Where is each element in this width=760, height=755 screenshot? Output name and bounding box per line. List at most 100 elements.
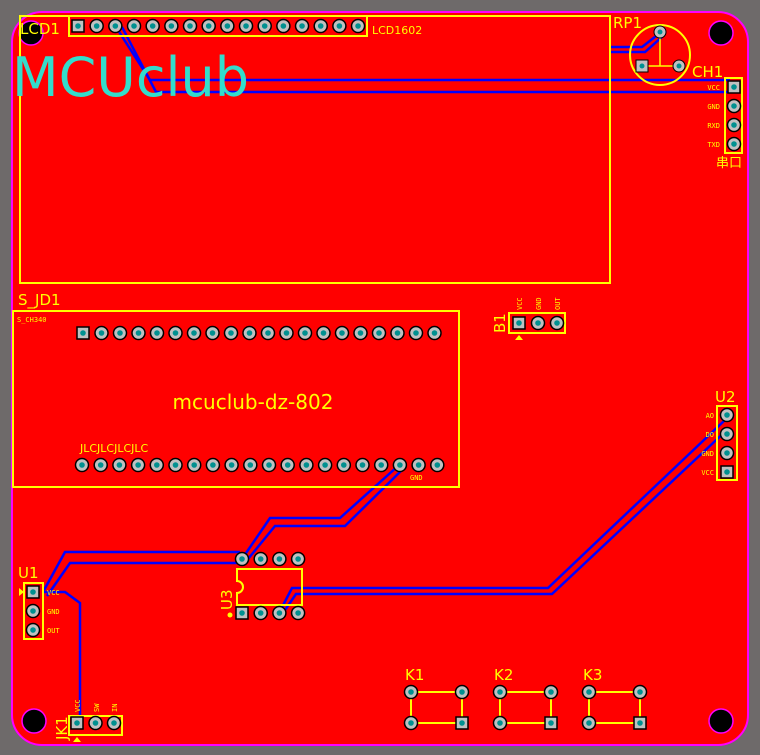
mounting-hole-icon [708, 708, 734, 734]
key-outline [588, 691, 641, 724]
pin-label: GND [707, 103, 720, 111]
u3-pins [234, 551, 306, 621]
mounting-hole-icon [708, 20, 734, 46]
pot-ref: RP1 [613, 14, 642, 32]
drill-hole [554, 320, 560, 326]
pin-label: DO [706, 431, 714, 439]
pot-pins [635, 25, 686, 73]
drill-hole [459, 689, 465, 695]
drill-hole [149, 23, 156, 29]
drill-hole [205, 23, 212, 29]
drill-hole [295, 556, 301, 562]
pin-label: GND [701, 450, 714, 458]
drill-hole [724, 431, 730, 437]
drill-hole [434, 462, 441, 468]
drill-hole [246, 330, 253, 336]
drill-hole [30, 589, 36, 595]
key-ref: K2 [494, 666, 513, 684]
module-title: mcuclub-dz-802 [173, 390, 334, 414]
drill-hole [355, 23, 361, 29]
drill-hole [283, 330, 290, 336]
drill-hole [724, 450, 730, 456]
drill-hole [243, 23, 249, 29]
drill-hole [339, 330, 345, 336]
jk1-ref: JK1 [53, 716, 71, 741]
board-outline [11, 11, 749, 746]
u2-ref: U2 [715, 388, 736, 406]
drill-hole [265, 330, 271, 336]
pin-label: VCC [74, 699, 82, 712]
module-marking: JLCJLCJLCJLC [79, 442, 149, 455]
module-ref: S_JD1 [18, 291, 61, 310]
drill-hole [724, 469, 730, 475]
drill-hole [341, 462, 347, 468]
key-outline [410, 691, 463, 724]
drill-hole [228, 462, 235, 468]
drill-hole [135, 330, 142, 336]
drill-hole [303, 462, 310, 468]
drill-hole [459, 720, 465, 726]
drill-hole [637, 720, 643, 726]
drill-hole [257, 610, 264, 616]
drill-hole [172, 462, 179, 468]
drill-hole [302, 330, 308, 336]
drill-hole [336, 23, 343, 29]
serial-ref: CH1 [692, 63, 723, 81]
jk1-pins [70, 715, 122, 731]
drill-hole [413, 330, 419, 336]
u1-pins [25, 585, 41, 638]
drill-hole [80, 330, 86, 336]
drill-hole [276, 610, 283, 616]
pin1-marker-icon [515, 335, 523, 340]
drill-hole [408, 720, 414, 726]
drill-hole [111, 720, 117, 726]
drill-hole [731, 122, 737, 128]
pin-label: OUT [554, 297, 562, 310]
drill-hole [266, 462, 272, 468]
drill-hole [397, 462, 403, 468]
drill-hole [116, 462, 123, 468]
mounting-holes [18, 20, 734, 734]
drill-hole [276, 556, 283, 562]
drill-hole [535, 320, 541, 326]
u3-outline [236, 568, 303, 606]
pin1-marker-icon [19, 588, 24, 596]
pin-label: VCC [707, 84, 720, 92]
drill-hole [731, 141, 737, 147]
key-outline [499, 691, 552, 724]
drill-hole [210, 462, 216, 468]
key-ref: K3 [583, 666, 602, 684]
drill-hole [112, 23, 119, 29]
drill-hole [30, 627, 36, 633]
drill-hole [415, 462, 422, 468]
pin-label: TXD [707, 141, 720, 149]
serial-name: 串口 [716, 156, 742, 171]
pot-outline [629, 24, 691, 86]
drill-hole [586, 720, 592, 726]
u1-outline [23, 582, 44, 640]
drill-hole [731, 84, 737, 90]
drill-hole [731, 103, 737, 109]
pin-label: VCC [47, 589, 60, 597]
drill-hole [322, 462, 328, 468]
drill-hole [228, 330, 234, 336]
drill-hole [74, 720, 80, 726]
drill-hole [376, 330, 382, 336]
drill-hole [497, 720, 503, 726]
drill-hole [431, 330, 438, 336]
mounting-hole-icon [21, 708, 47, 734]
drill-hole [154, 330, 160, 336]
drill-hole [75, 23, 81, 29]
drill-hole [187, 23, 193, 29]
drill-hole [548, 689, 554, 695]
drill-hole [92, 720, 99, 726]
drill-hole [378, 462, 385, 468]
serial-pins [726, 80, 742, 152]
pin-label: SW [93, 703, 101, 712]
u2-outline [716, 405, 738, 481]
brand-logo: MCUclub [12, 46, 249, 109]
u2-pins [719, 407, 735, 479]
lcd-header-outline [68, 15, 368, 37]
serial-outline [724, 77, 743, 154]
drill-hole [359, 462, 366, 468]
